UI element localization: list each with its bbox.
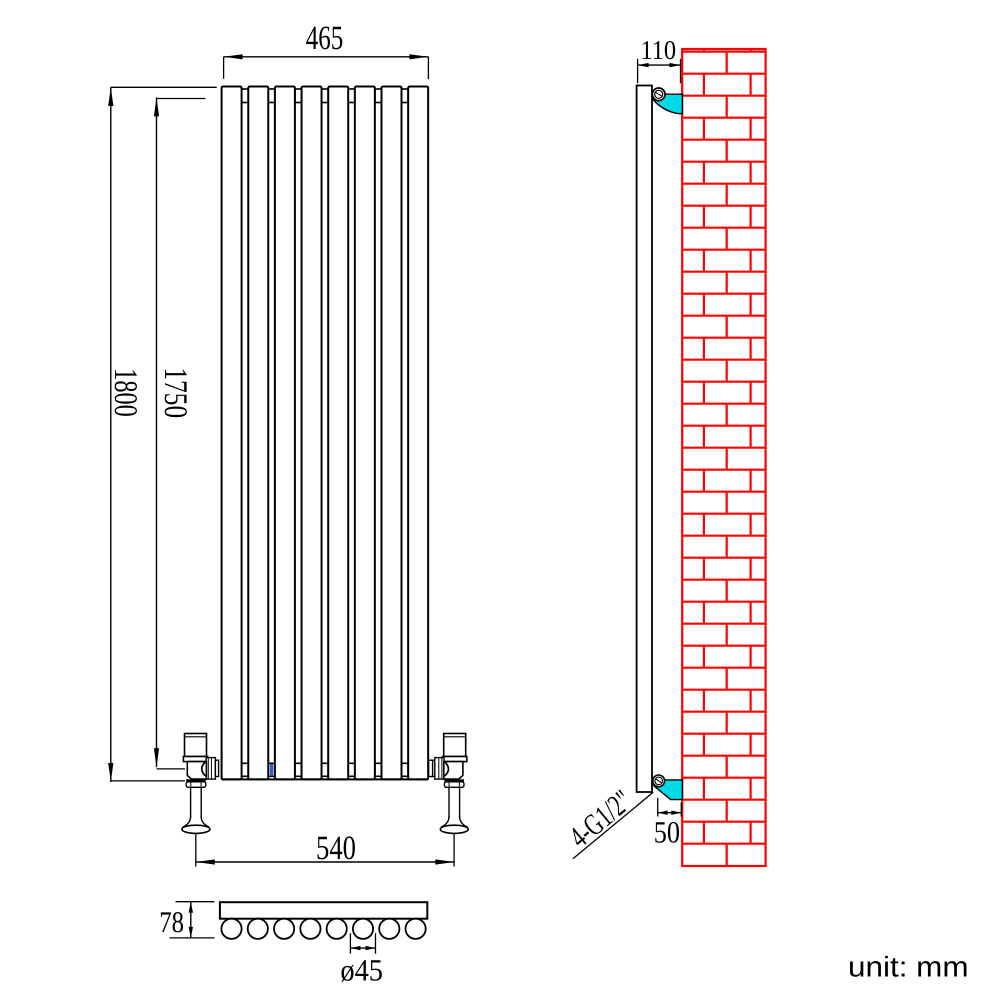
svg-text:78: 78 [159, 906, 184, 939]
svg-text:1800: 1800 [107, 368, 143, 417]
svg-text:unit: mm: unit: mm [848, 952, 969, 984]
svg-text:50: 50 [654, 815, 680, 850]
svg-text:ø45: ø45 [340, 952, 383, 987]
svg-text:540: 540 [316, 830, 356, 867]
svg-text:110: 110 [640, 35, 676, 65]
svg-text:1750: 1750 [157, 368, 193, 419]
svg-text:465: 465 [306, 20, 344, 57]
